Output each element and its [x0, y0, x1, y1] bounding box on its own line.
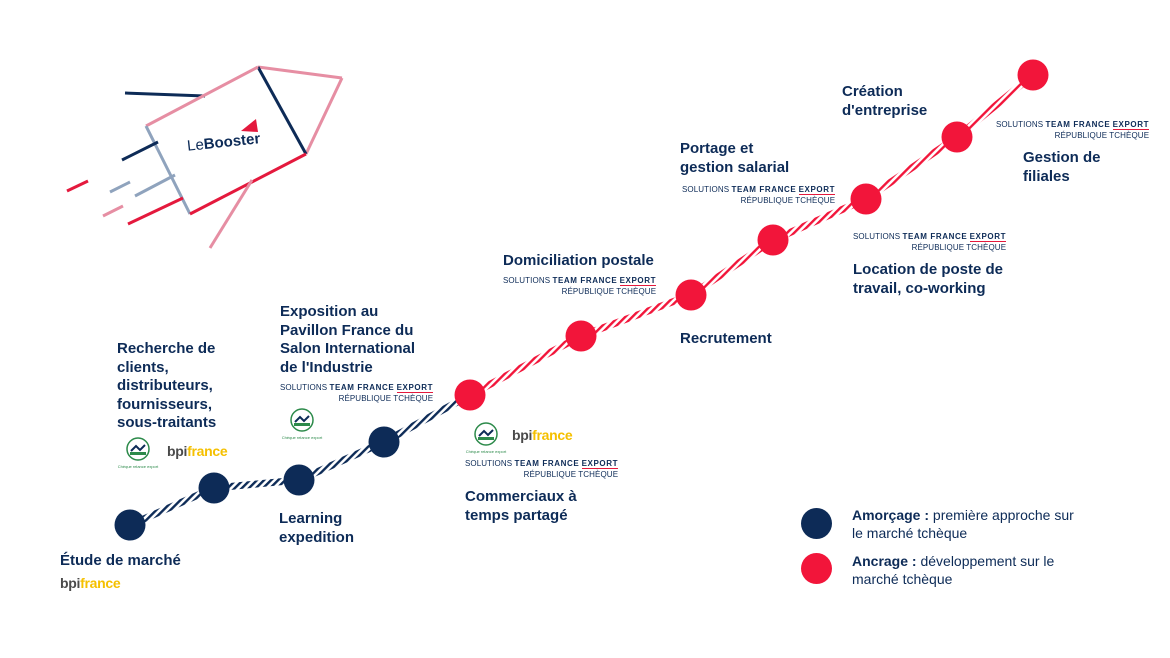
milestone-point: [368, 426, 400, 458]
milestone-point: [941, 121, 973, 153]
track-segment: [954, 72, 1036, 140]
milestone-label-etude-de-marche: Étude de marché: [60, 552, 181, 569]
milestone-point: [114, 509, 146, 541]
track-segment: [864, 134, 959, 202]
milestone-label-domiciliation-postale: Domiciliation postale: [503, 252, 654, 269]
track-segment: [297, 438, 386, 484]
bpifrance-logo: bpifrance: [60, 575, 121, 591]
milestone-point: [675, 279, 707, 311]
milestone-points: [114, 59, 1049, 541]
milestone-point: [454, 379, 486, 411]
milestone-label-commerciaux-temps-partage: Commerciaux à temps partagé: [465, 488, 577, 524]
team-france-export-logo: SOLUTIONS TEAM FRANCE EXPORT RÉPUBLIQUE …: [465, 459, 619, 479]
milestone-label-recrutement: Recrutement: [680, 330, 772, 347]
bpifrance-logo: bpifrance: [512, 427, 573, 443]
rocket-icon: [66, 65, 344, 249]
legend-text-amorcage: Amorçage : première approche sur le marc…: [852, 507, 1074, 541]
milestone-point: [198, 472, 230, 504]
cheque-relance-export-icon: Chèque relance export: [466, 422, 506, 460]
team-france-export-logo: SOLUTIONS TEAM FRANCE EXPORT RÉPUBLIQUE …: [503, 276, 657, 296]
cheque-relance-export-icon: Chèque relance export: [282, 408, 322, 446]
milestone-label-location-coworking: Location de poste de travail, co-working: [853, 261, 1004, 297]
track-segment: [689, 237, 775, 298]
milestone-label-learning-expedition: Learning expedition: [279, 510, 355, 546]
milestone-label-exposition-pavillon: Exposition au Pavillon France du Salon I…: [280, 303, 416, 376]
legend-text-ancrage: Ancrage : développement sur le marché tc…: [852, 553, 1055, 587]
track-segment: [382, 391, 472, 446]
team-france-export-logo: SOLUTIONS TEAM FRANCE EXPORT RÉPUBLIQUE …: [280, 383, 434, 403]
team-france-export-logo: SOLUTIONS TEAM FRANCE EXPORT RÉPUBLIQUE …: [996, 120, 1150, 140]
track-segment: [771, 195, 868, 244]
milestone-label-gestion-filiales: Gestion de filiales: [1023, 149, 1101, 185]
milestone-label-recherche-clients: Recherche de clients, distributeurs, fou…: [117, 340, 217, 431]
milestone-point: [850, 183, 882, 215]
bpifrance-logo: bpifrance: [167, 443, 228, 459]
cheque-relance-export-icon: Chèque relance export: [118, 437, 158, 475]
milestone-point: [565, 320, 597, 352]
milestone-label-creation-entreprise: Création d'entreprise: [842, 83, 928, 119]
milestone-point: [757, 224, 789, 256]
track-segment: [468, 332, 583, 399]
team-france-export-logo: SOLUTIONS TEAM FRANCE EXPORT RÉPUBLIQUE …: [682, 185, 836, 205]
legend-dot-amorcage: [801, 508, 832, 539]
milestone-point: [1017, 59, 1049, 91]
track-segment: [579, 291, 693, 340]
team-france-export-logo: SOLUTIONS TEAM FRANCE EXPORT RÉPUBLIQUE …: [853, 232, 1007, 252]
legend-dot-ancrage: [801, 553, 832, 584]
milestone-point: [283, 464, 315, 496]
milestone-label-portage-salarial: Portage et gestion salarial: [680, 140, 790, 176]
